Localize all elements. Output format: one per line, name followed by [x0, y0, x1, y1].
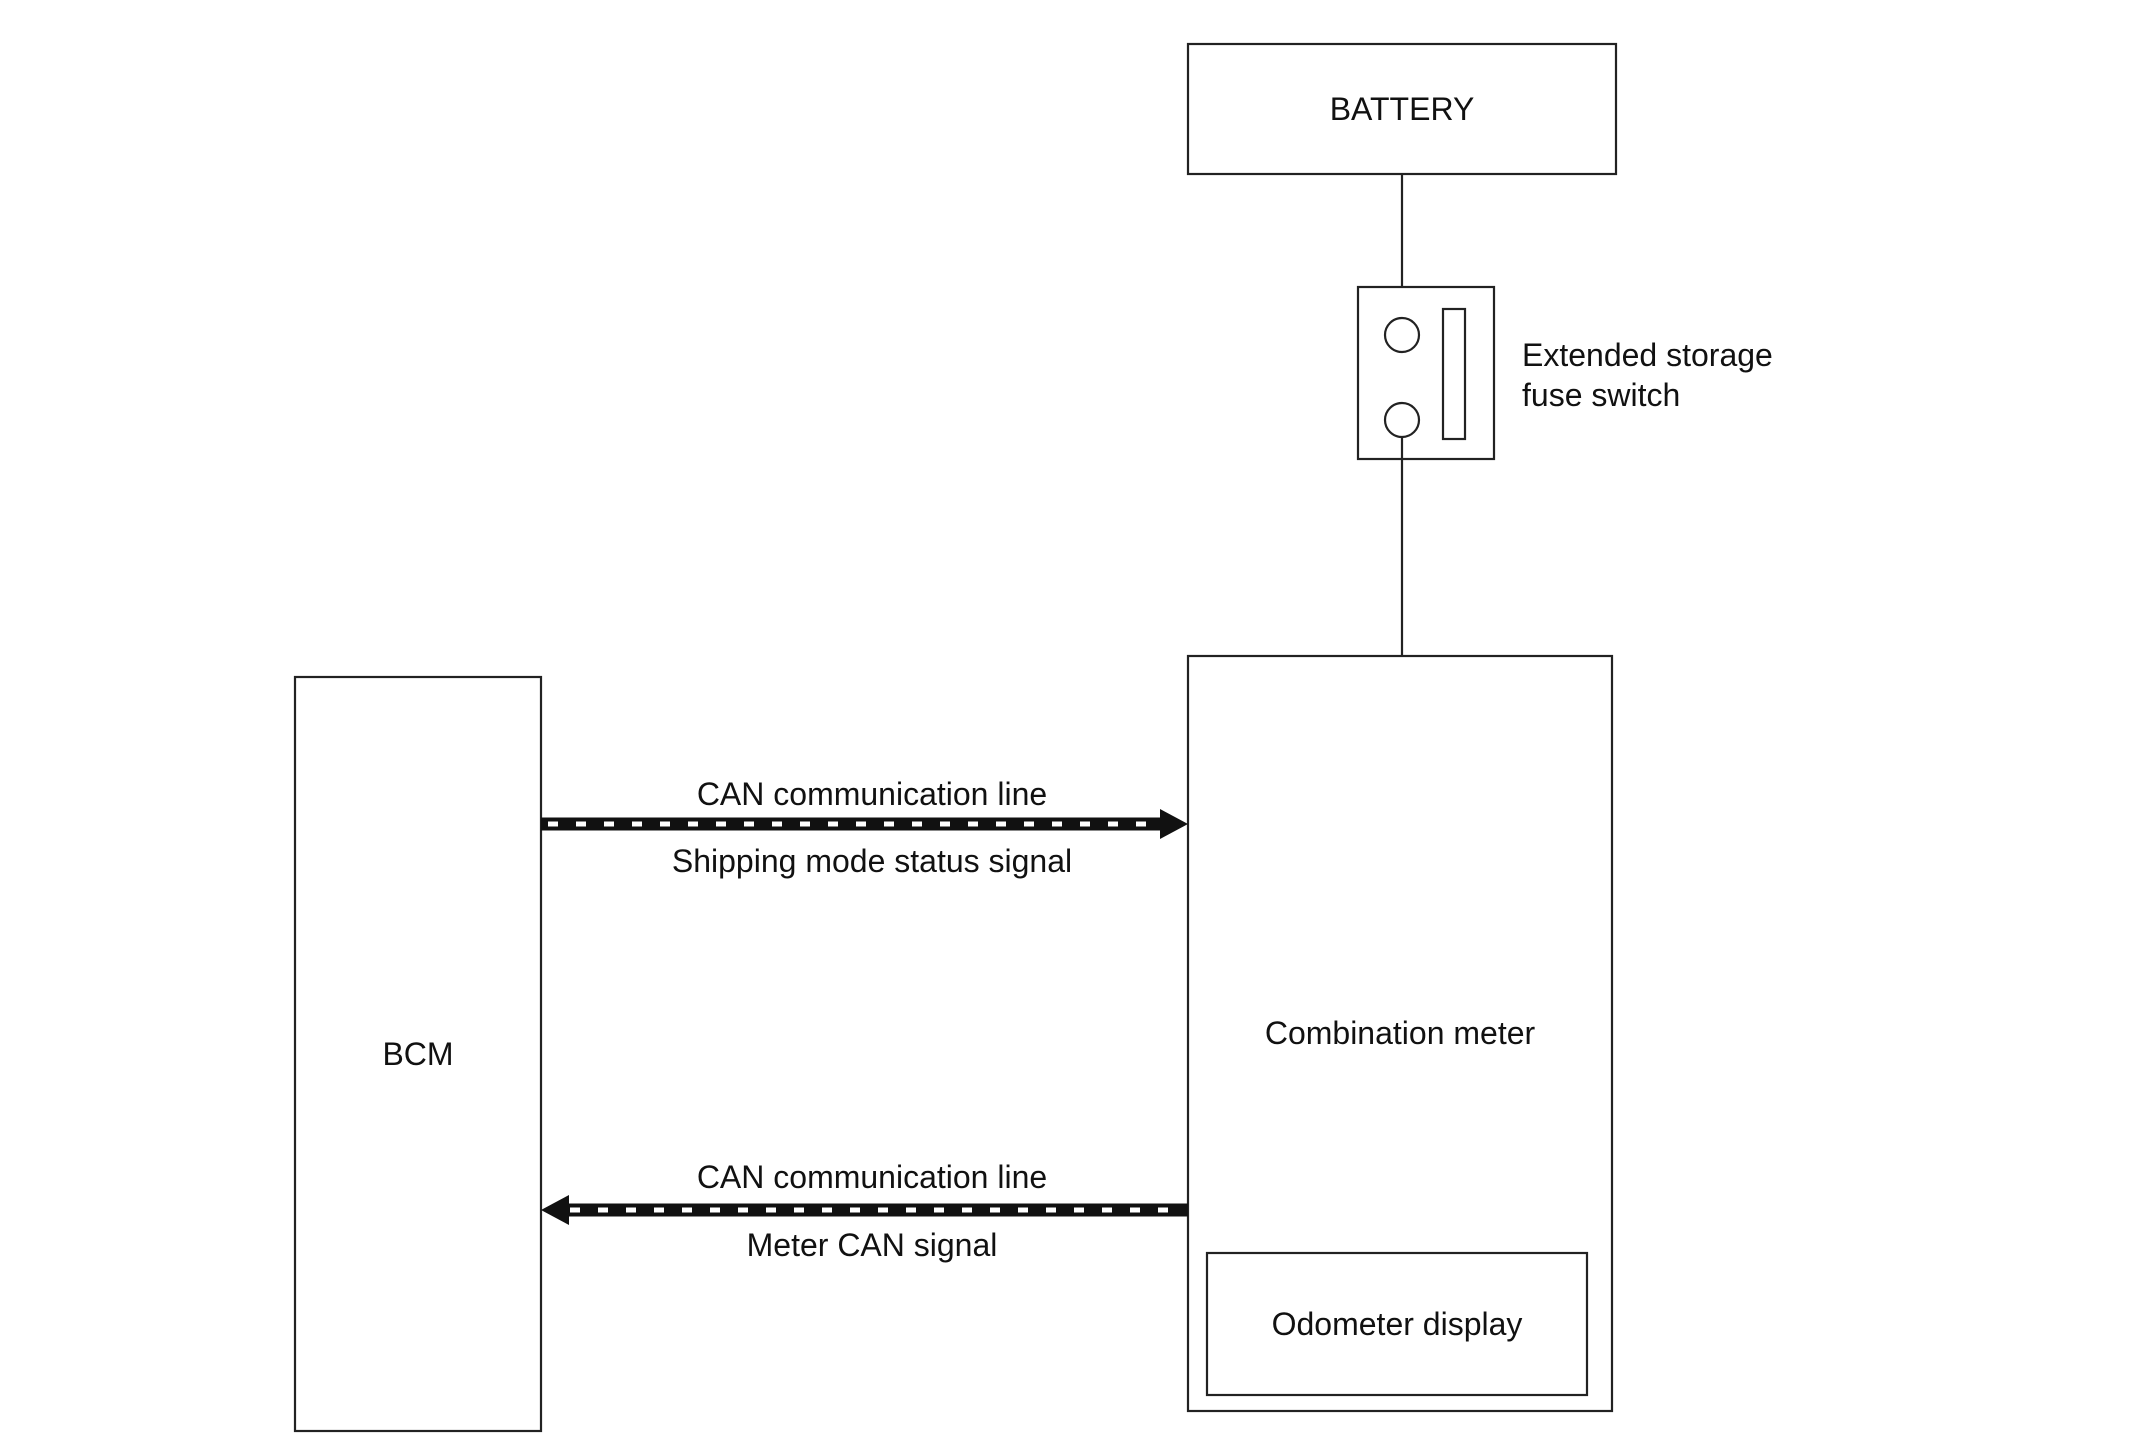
fuse-terminal-bottom-icon — [1383, 401, 1421, 439]
shipping-mode-signal-label: Shipping mode status signal — [672, 843, 1072, 879]
extended-storage-fuse-switch — [1356, 285, 1496, 461]
fuse-switch-box — [1356, 285, 1496, 461]
fuse-switch-label-line1: Extended storage — [1522, 337, 1773, 373]
bcm-label: BCM — [382, 1036, 453, 1072]
odometer-display-box — [1205, 1251, 1589, 1397]
fuse-switch-label-line2: fuse switch — [1522, 377, 1680, 413]
battery-box — [1186, 42, 1618, 176]
fuse-blade-icon — [1441, 307, 1467, 441]
arrow-right-icon — [1160, 809, 1188, 839]
odometer-display-label: Odometer display — [1272, 1306, 1523, 1342]
bcm-box — [293, 675, 543, 1433]
top-can-line-label: CAN communication line — [697, 776, 1047, 812]
combination-meter-label: Combination meter — [1265, 1015, 1536, 1051]
battery-label: BATTERY — [1330, 91, 1475, 127]
arrow-left-icon — [541, 1195, 569, 1225]
can-line-top — [541, 809, 1188, 839]
can-line-bottom — [541, 1195, 1188, 1225]
meter-can-signal-label: Meter CAN signal — [747, 1227, 998, 1263]
fuse-terminal-top-icon — [1383, 316, 1421, 354]
bottom-can-line-label: CAN communication line — [697, 1159, 1047, 1195]
